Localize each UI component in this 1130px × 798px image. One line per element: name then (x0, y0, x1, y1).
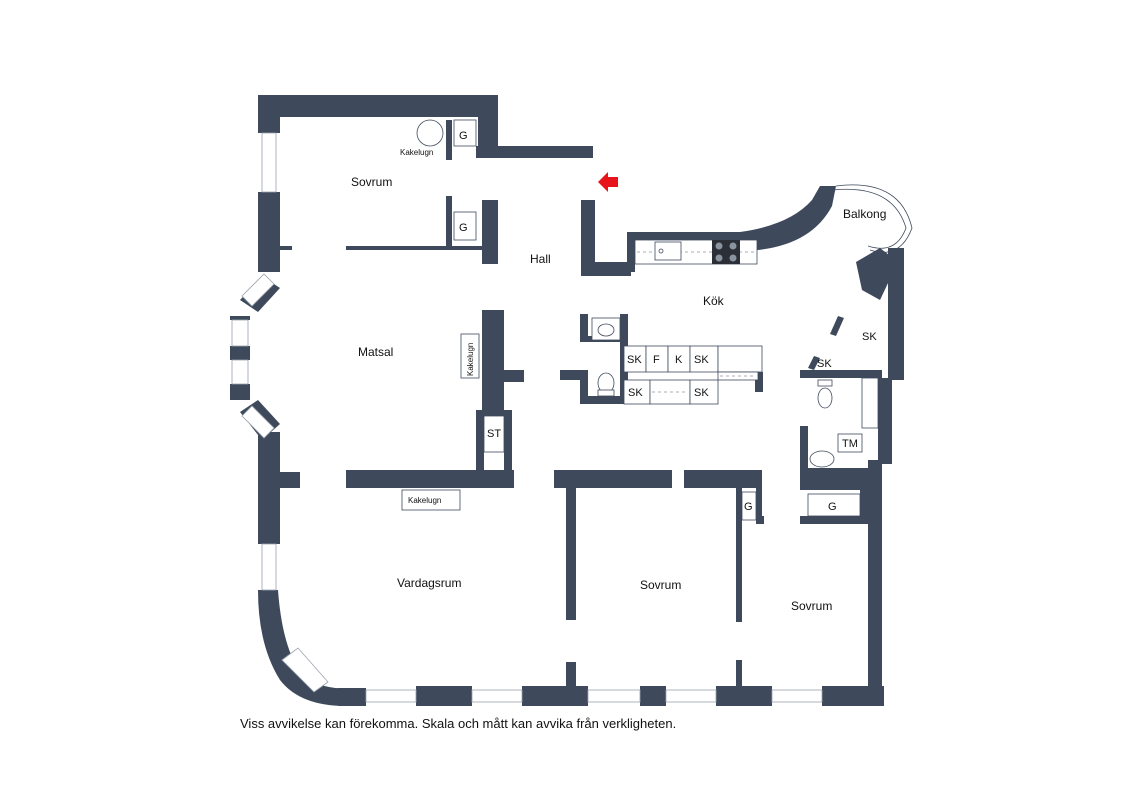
label-g-1: G (459, 130, 468, 142)
room-label-hall: Hall (530, 252, 551, 266)
room-label-matsal: Matsal (358, 345, 393, 359)
label-g-2: G (459, 222, 468, 234)
label-g-4: G (828, 501, 837, 513)
room-label-balkong: Balkong (843, 207, 886, 221)
label-k: K (675, 354, 683, 366)
room-label-sovrum-3: Sovrum (791, 599, 832, 613)
label-kakelugn-1: Kakelugn (400, 148, 433, 157)
room-label-kok: Kök (703, 294, 725, 308)
label-sk-1: SK (627, 354, 642, 366)
room-labels: Sovrum Hall Kök Balkong Matsal Vardagsru… (351, 175, 886, 613)
label-kakelugn-3: Kakelugn (408, 496, 441, 505)
label-tm: TM (842, 438, 858, 450)
disclaimer-text: Viss avvikelse kan förekomma. Skala och … (240, 716, 677, 731)
sink-icon (654, 241, 682, 261)
room-label-sovrum-1: Sovrum (351, 175, 392, 189)
stove-icon (712, 240, 740, 264)
outer-walls (230, 95, 913, 706)
kakelugn-matsal-box (460, 333, 480, 379)
label-kakelugn-2: Kakelugn (466, 343, 475, 376)
label-sk-2: SK (694, 354, 709, 366)
label-st: ST (487, 428, 501, 440)
fixture-labels: Kakelugn Kakelugn Kakelugn G G G G ST SK… (400, 130, 877, 513)
entrance-arrow-icon (598, 172, 618, 192)
kakelugn-vardagsrum-box (401, 489, 461, 511)
label-sk-3: SK (628, 387, 643, 399)
room-label-sovrum-2: Sovrum (640, 578, 681, 592)
room-label-vardagsrum: Vardagsrum (397, 576, 461, 590)
kakelugn-round-icon (416, 119, 444, 147)
fixtures (401, 119, 879, 521)
label-sk-5: SK (862, 331, 877, 343)
label-sk-6: SK (817, 358, 832, 370)
label-sk-4: SK (694, 387, 709, 399)
interior-walls (278, 120, 882, 688)
label-f: F (653, 354, 660, 366)
label-g-3: G (744, 501, 753, 513)
